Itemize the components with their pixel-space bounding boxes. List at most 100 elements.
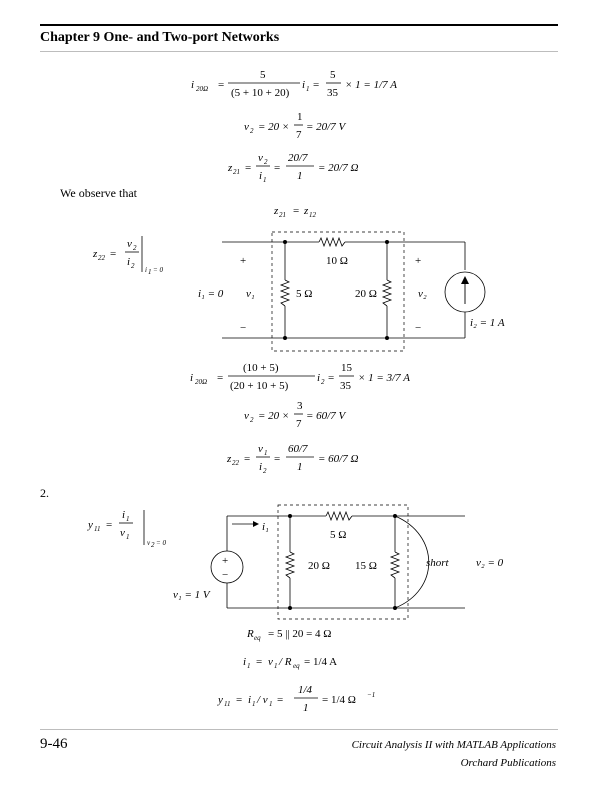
svg-text:y: y — [217, 694, 223, 706]
resistor-10 — [318, 236, 346, 248]
svg-text:z: z — [226, 453, 232, 465]
svg-text:1/4: 1/4 — [298, 684, 313, 696]
svg-text:z: z — [273, 205, 279, 217]
svg-text:z: z — [92, 248, 98, 260]
svg-text:7: 7 — [296, 129, 302, 141]
svg-text:eq: eq — [293, 662, 300, 670]
svg-text:=: = — [313, 79, 319, 91]
resistor-15 — [389, 551, 401, 579]
svg-text:15: 15 — [341, 362, 353, 374]
svg-text:2: 2 — [151, 541, 155, 549]
svg-text:i: i — [190, 372, 193, 384]
svg-text:= 0: = 0 — [153, 266, 163, 274]
svg-text:2: 2 — [250, 127, 254, 135]
svg-text:/ v: / v — [256, 694, 268, 706]
svg-text:v: v — [268, 656, 273, 668]
svg-text:2: 2 — [263, 467, 267, 475]
label-short: short — [426, 557, 450, 569]
svg-text:=: = — [218, 79, 224, 91]
svg-text:2: 2 — [250, 416, 254, 424]
svg-text:v: v — [120, 527, 125, 539]
svg-text:−1: −1 — [367, 691, 375, 699]
svg-text:i: i — [122, 509, 125, 521]
svg-text:1: 1 — [306, 85, 310, 93]
svg-text:=: = — [274, 162, 280, 174]
svg-text:2: 2 — [264, 158, 268, 166]
svg-text:1: 1 — [126, 533, 130, 541]
label-v1: v₁ — [246, 288, 255, 300]
svg-text:2: 2 — [133, 244, 137, 252]
header-divider — [40, 51, 558, 52]
svg-text:2: 2 — [131, 262, 135, 270]
header-rule — [40, 24, 558, 26]
svg-text:21: 21 — [233, 168, 240, 176]
label-v2: v₂ — [418, 288, 427, 300]
svg-text:=: = — [106, 519, 112, 531]
svg-text:1: 1 — [126, 515, 130, 523]
circuit-2: + − i₁ 5 Ω 20 Ω 15 Ω short v₂ = 0 v₁ = 1… — [173, 504, 504, 620]
svg-text:= 20 ×: = 20 × — [258, 121, 289, 133]
label-v1-b: v₁ = 1 V — [173, 589, 211, 601]
chapter-title: Chapter 9 One- and Two-port Networks — [40, 30, 280, 45]
svg-text:(5 + 10 + 20): (5 + 10 + 20) — [231, 87, 290, 99]
two-port-box-2 — [277, 504, 409, 620]
item-number: 2. — [40, 486, 49, 500]
two-port-box — [271, 231, 405, 352]
svg-text:1: 1 — [297, 111, 303, 123]
svg-text:5: 5 — [330, 69, 336, 81]
label-r-left: 5 Ω — [296, 288, 312, 300]
svg-text:i: i — [127, 256, 130, 268]
svg-text:z: z — [227, 162, 233, 174]
label-i2: i₂ = 1 A — [470, 317, 505, 329]
svg-text:21: 21 — [279, 211, 286, 219]
svg-text:v: v — [244, 410, 249, 422]
svg-text:35: 35 — [327, 87, 339, 99]
short-wire — [394, 515, 429, 609]
svg-text:= 20/7 V: = 20/7 V — [306, 121, 346, 133]
svg-text:(10 + 5): (10 + 5) — [243, 362, 279, 374]
svg-text:i: i — [259, 461, 262, 473]
svg-text:=: = — [244, 453, 250, 465]
svg-text:v: v — [258, 152, 263, 164]
svg-text:1: 1 — [264, 449, 268, 457]
svg-text:1: 1 — [148, 268, 152, 276]
svg-text:eq: eq — [254, 634, 261, 642]
label-r-top-b: 5 Ω — [330, 529, 346, 541]
svg-text:= 1/4 Ω: = 1/4 Ω — [322, 694, 356, 706]
svg-text:v: v — [147, 539, 151, 547]
svg-text:20/7: 20/7 — [288, 152, 308, 164]
svg-text:1: 1 — [263, 176, 267, 184]
svg-text:11: 11 — [224, 700, 230, 708]
svg-text:12: 12 — [309, 211, 317, 219]
svg-text:7: 7 — [296, 418, 302, 430]
svg-text:1: 1 — [252, 700, 256, 708]
svg-text:5: 5 — [260, 69, 266, 81]
svg-text:=: = — [293, 205, 299, 217]
svg-text:= 20/7 Ω: = 20/7 Ω — [318, 162, 358, 174]
svg-text:× 1 = 3/7 A: × 1 = 3/7 A — [358, 372, 410, 384]
svg-text:−: − — [222, 569, 228, 581]
svg-text:v: v — [127, 238, 132, 250]
svg-text:1: 1 — [247, 662, 251, 670]
svg-text:= 1/4 A: = 1/4 A — [304, 656, 337, 668]
svg-text:1: 1 — [269, 700, 273, 708]
plus-left: + — [240, 255, 246, 267]
current-arrow-icon — [253, 521, 259, 527]
svg-text:22: 22 — [232, 459, 240, 467]
resistor-20 — [381, 279, 393, 307]
svg-text:=: = — [256, 656, 262, 668]
svg-text:=: = — [245, 162, 251, 174]
svg-text:i: i — [317, 372, 320, 384]
label-v2-b: v₂ = 0 — [476, 557, 504, 569]
observe-text: We observe that — [60, 186, 138, 200]
book-title: Circuit Analysis II with MATLAB Applicat… — [351, 739, 556, 751]
svg-text:v: v — [244, 121, 249, 133]
